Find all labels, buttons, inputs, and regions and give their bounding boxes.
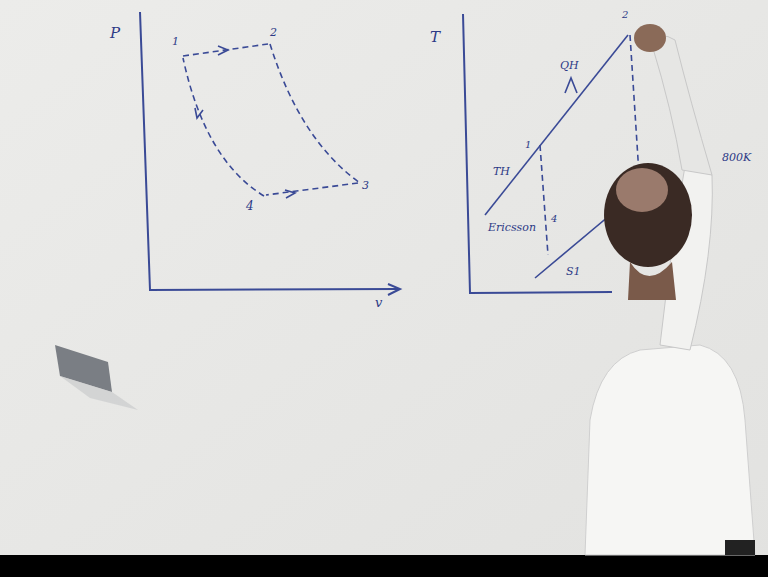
arrow-1-2 bbox=[218, 46, 228, 55]
board-label: 2 bbox=[622, 10, 628, 20]
pv-axis-lines bbox=[140, 12, 398, 290]
board-label: QH bbox=[560, 60, 579, 71]
eraser-shadow bbox=[60, 376, 138, 410]
process-3-4 bbox=[266, 183, 358, 195]
belt bbox=[725, 540, 755, 555]
board-label: 800K bbox=[722, 152, 751, 163]
board-label: P bbox=[110, 26, 120, 41]
board-label: TH bbox=[493, 166, 510, 177]
ts-axes bbox=[463, 14, 612, 293]
arrow-3-4 bbox=[285, 190, 295, 198]
board-label: v bbox=[375, 296, 382, 309]
pv-axis-arrow bbox=[388, 284, 400, 295]
board-label: 3 bbox=[362, 180, 369, 191]
hand bbox=[634, 24, 666, 52]
neck bbox=[628, 262, 676, 300]
bald-patch bbox=[616, 168, 668, 212]
isotherm-left bbox=[540, 145, 548, 255]
board-label: 1 bbox=[525, 140, 531, 150]
isobar-upper bbox=[485, 35, 628, 215]
board-label: T bbox=[430, 30, 440, 45]
board-label: S1 bbox=[566, 266, 581, 277]
shirt-body bbox=[585, 345, 755, 555]
board-label: 1 bbox=[172, 36, 179, 47]
process-1-2 bbox=[183, 44, 268, 56]
process-2-3 bbox=[270, 44, 360, 183]
process-4-1 bbox=[183, 58, 264, 196]
head bbox=[604, 163, 692, 267]
board-label: Ericsson bbox=[488, 222, 536, 233]
arrow-4-1 bbox=[195, 108, 203, 118]
ts-axis-lines bbox=[463, 14, 612, 293]
board-label: 4 bbox=[551, 214, 557, 224]
lecturer bbox=[585, 24, 755, 555]
pv-axes bbox=[140, 12, 400, 295]
forearm bbox=[652, 36, 712, 175]
bottom-bar bbox=[0, 555, 768, 577]
board-label: 2 bbox=[270, 27, 277, 38]
heat-arrow bbox=[565, 78, 577, 93]
pv-cycle bbox=[183, 44, 360, 198]
board-label: 4 bbox=[246, 200, 254, 212]
